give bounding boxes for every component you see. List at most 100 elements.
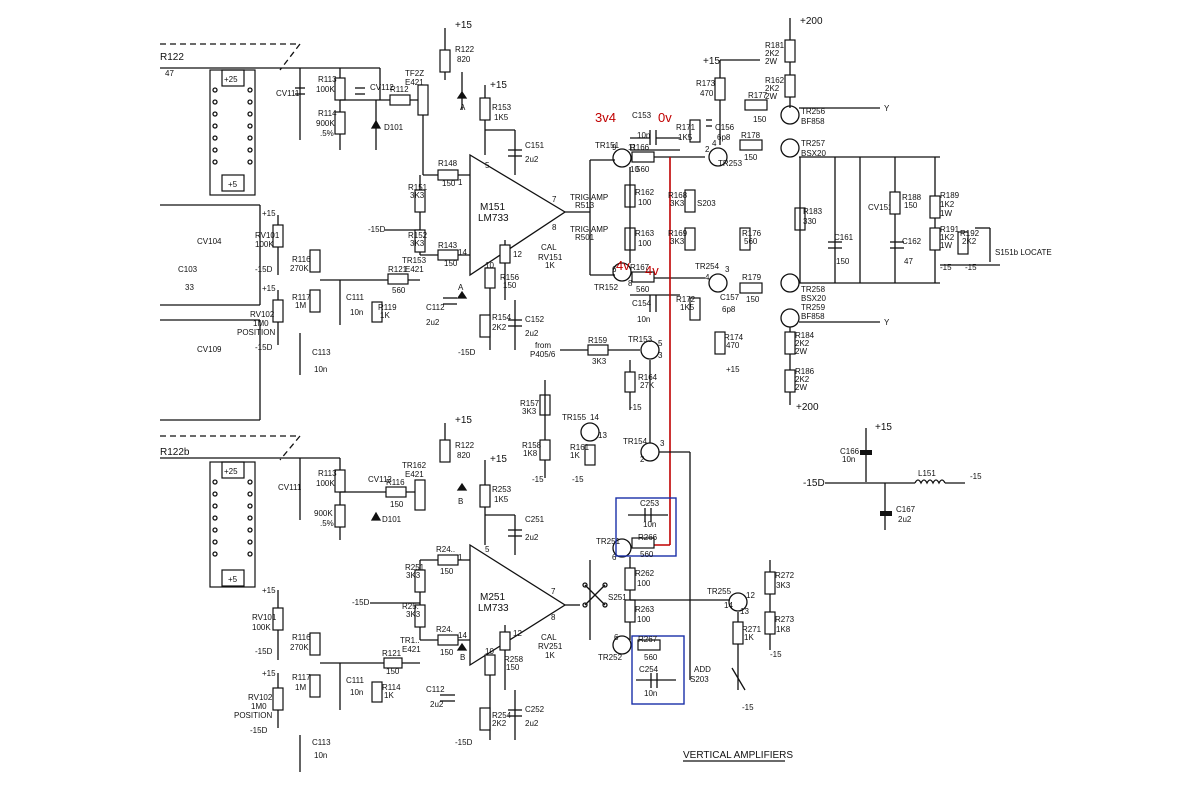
svg-text:R116: R116 xyxy=(292,633,311,642)
svg-text:S203: S203 xyxy=(690,675,709,684)
svg-text:TR1..: TR1.. xyxy=(400,636,420,645)
svg-text:TR256: TR256 xyxy=(801,107,826,116)
svg-text:2W: 2W xyxy=(765,57,777,66)
svg-text:1M: 1M xyxy=(295,301,306,310)
svg-text:1K2: 1K2 xyxy=(940,233,955,242)
svg-text:R161: R161 xyxy=(570,443,590,452)
svg-text:C111: C111 xyxy=(346,293,364,302)
svg-text:R191: R191 xyxy=(940,225,960,234)
svg-text:POSITION: POSITION xyxy=(234,711,272,720)
svg-text:L151: L151 xyxy=(918,469,936,478)
svg-text:7: 7 xyxy=(552,195,557,204)
svg-text:2u2: 2u2 xyxy=(426,318,440,327)
svg-text:6: 6 xyxy=(612,553,617,562)
svg-text:-15: -15 xyxy=(572,475,584,484)
svg-text:R122: R122 xyxy=(160,52,184,63)
svg-text:R162: R162 xyxy=(635,188,655,197)
svg-text:1K: 1K xyxy=(570,451,580,460)
svg-text:C111: C111 xyxy=(346,676,364,685)
measurement-4v-b: 4v xyxy=(645,263,659,278)
svg-text:R122: R122 xyxy=(455,45,475,54)
svg-text:R159: R159 xyxy=(588,336,608,345)
svg-text:TR152: TR152 xyxy=(594,283,619,292)
svg-text:100: 100 xyxy=(637,615,651,624)
svg-text:TR151: TR151 xyxy=(595,141,620,150)
svg-text:R174: R174 xyxy=(724,333,744,342)
svg-text:2u2: 2u2 xyxy=(525,155,539,164)
svg-text:560: 560 xyxy=(744,237,758,246)
svg-text:2u2: 2u2 xyxy=(525,533,539,542)
svg-text:3K3: 3K3 xyxy=(410,191,425,200)
svg-text:560: 560 xyxy=(636,165,650,174)
svg-text:R116: R116 xyxy=(386,478,405,487)
svg-text:C254: C254 xyxy=(639,665,659,674)
svg-text:TR254: TR254 xyxy=(695,262,720,271)
svg-text:from: from xyxy=(535,341,551,350)
svg-text:3K3: 3K3 xyxy=(670,199,685,208)
svg-text:14: 14 xyxy=(724,601,733,610)
svg-text:2u2: 2u2 xyxy=(525,329,539,338)
svg-text:10n: 10n xyxy=(644,689,657,698)
svg-text:TR252: TR252 xyxy=(598,653,623,662)
svg-text:R177: R177 xyxy=(748,91,768,100)
svg-text:2K2: 2K2 xyxy=(795,375,810,384)
svg-text:C153: C153 xyxy=(632,111,652,120)
svg-text:C252: C252 xyxy=(525,705,545,714)
svg-text:1K8: 1K8 xyxy=(523,449,538,458)
svg-text:R166: R166 xyxy=(630,143,650,152)
svg-text:R148: R148 xyxy=(438,159,458,168)
svg-text:14: 14 xyxy=(458,248,467,257)
svg-text:470: 470 xyxy=(700,89,714,98)
svg-text:-15D: -15D xyxy=(250,726,268,735)
opamp-m251-type: LM733 xyxy=(478,603,509,614)
svg-text:R143: R143 xyxy=(438,241,458,250)
svg-text:R273: R273 xyxy=(775,615,795,624)
svg-text:330: 330 xyxy=(803,217,817,226)
svg-text:R254: R254 xyxy=(492,711,512,720)
svg-text:CV111: CV111 xyxy=(276,89,300,98)
svg-text:P405/6: P405/6 xyxy=(530,350,556,359)
svg-text:1M: 1M xyxy=(295,683,306,692)
svg-text:R25.: R25. xyxy=(402,602,419,611)
svg-text:-15: -15 xyxy=(940,263,952,272)
svg-text:-15: -15 xyxy=(965,263,977,272)
svg-text:R169: R169 xyxy=(668,229,688,238)
svg-text:R263: R263 xyxy=(635,605,655,614)
svg-text:C112: C112 xyxy=(426,303,445,312)
svg-text:2K2: 2K2 xyxy=(492,323,507,332)
svg-text:1W: 1W xyxy=(940,209,952,218)
svg-text:1K5: 1K5 xyxy=(494,495,509,504)
svg-text:TR251: TR251 xyxy=(596,537,621,546)
svg-text:R188: R188 xyxy=(902,193,922,202)
svg-text:1K: 1K xyxy=(744,633,754,642)
svg-text:100: 100 xyxy=(637,579,651,588)
svg-text:R183: R183 xyxy=(803,207,823,216)
svg-text:R119: R119 xyxy=(378,303,397,312)
svg-text:R178: R178 xyxy=(741,131,761,140)
svg-text:12: 12 xyxy=(513,250,522,259)
svg-text:B: B xyxy=(458,497,463,506)
svg-text:1W: 1W xyxy=(940,241,952,250)
svg-text:B: B xyxy=(460,653,465,662)
svg-text:D101: D101 xyxy=(382,515,402,524)
svg-text:2K2: 2K2 xyxy=(765,49,780,58)
svg-text:9: 9 xyxy=(612,143,617,152)
svg-text:150: 150 xyxy=(904,201,918,210)
svg-text:+15: +15 xyxy=(726,365,740,374)
svg-text:10: 10 xyxy=(630,165,639,174)
opamp-m251 xyxy=(469,543,567,667)
svg-text:33: 33 xyxy=(185,283,194,292)
svg-text:E421: E421 xyxy=(405,78,424,87)
svg-text:150: 150 xyxy=(386,667,400,676)
svg-text:820: 820 xyxy=(457,451,471,460)
svg-text:+5: +5 xyxy=(228,575,238,584)
svg-text:3K3: 3K3 xyxy=(670,237,685,246)
highlight-box-c254 xyxy=(631,635,685,705)
svg-text:-15: -15 xyxy=(742,703,754,712)
svg-text:C167: C167 xyxy=(896,505,916,514)
svg-text:C112: C112 xyxy=(426,685,445,694)
svg-text:+15: +15 xyxy=(875,422,892,433)
svg-text:CV104: CV104 xyxy=(197,237,222,246)
svg-text:C166: C166 xyxy=(840,447,860,456)
